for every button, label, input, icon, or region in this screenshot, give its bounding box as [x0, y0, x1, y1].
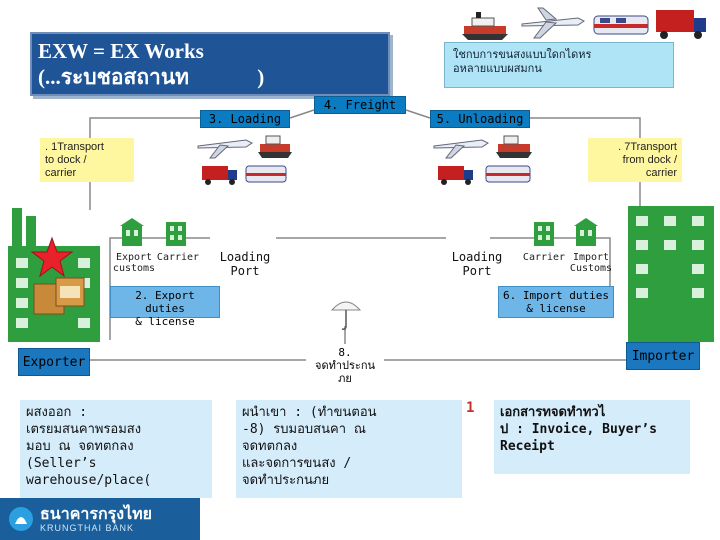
title-line1: EXW = EX Works: [38, 39, 204, 63]
buyer-responsibility: ผนำเขา : (ทำขนตอน -8) รบมอบสนคา ณ จดทตกล…: [236, 400, 462, 498]
carrier-left-label: Carrier: [156, 252, 200, 263]
airplane-icon: [433, 139, 489, 159]
boxes-icon: [32, 276, 86, 316]
ship-icon: [258, 135, 292, 158]
loading-port-right: Loading Port: [451, 250, 503, 278]
right-mode-icons: [432, 128, 542, 188]
star-icon: [30, 236, 74, 280]
importer-label: Importer: [626, 342, 700, 370]
transport-to-dock: . 1Transport to dock / carrier: [40, 138, 134, 182]
truck-icon: [202, 166, 237, 185]
airplane-icon: [197, 139, 253, 159]
insurance-box: 8. จดทำประกน ภย: [306, 344, 384, 385]
building-icon: [574, 218, 598, 248]
train-icon: [485, 165, 531, 183]
seller-responsibility: ผสงออก : เตรยมสนคาพรอมสง มอบ ณ จดทตกลง (…: [20, 400, 212, 498]
loading-port-left: Loading Port: [219, 250, 271, 278]
building-icon: [120, 218, 144, 248]
bank-logo-icon: [8, 506, 34, 532]
title-line2: (...ระบชอสถานท ): [38, 65, 265, 89]
carrier-right-label: Carrier: [522, 252, 566, 263]
export-duties-box: 2. Export duties & license: [110, 286, 220, 328]
step-loading: 3. Loading: [200, 110, 290, 128]
page-number: 1: [466, 400, 475, 416]
train-icon: [593, 15, 649, 35]
documents-box: เอกสารทจดทำทวไ ป : Invoice, Buyer’s Rece…: [494, 400, 690, 474]
truck-icon: [656, 10, 706, 39]
transport-from-dock: . 7Transport from dock / carrier: [588, 138, 682, 182]
title-box: EXW = EX Works (...ระบชอสถานท ): [30, 32, 390, 96]
step-freight: 4. Freight: [314, 96, 406, 114]
exporter-label: Exporter: [18, 348, 90, 376]
transport-modes-icons: [460, 4, 710, 42]
transport-note: ใชกบการขนสงแบบใดกไดหร อหลายแบบผสมกน: [444, 42, 674, 88]
bank-name-th: ธนาคารกรุงไทย: [40, 506, 153, 523]
building-icon: [164, 218, 188, 248]
step-unloading: 5. Unloading: [430, 110, 530, 128]
airplane-icon: [521, 7, 585, 39]
left-mode-icons: [196, 128, 296, 188]
umbrella-icon: [330, 296, 362, 332]
bank-name-en: KRUNGTHAI BANK: [40, 523, 135, 533]
export-customs-label: Export customs: [112, 252, 156, 274]
importer-building-icon: [628, 206, 714, 342]
bank-logo: ธนาคารกรุงไทย KRUNGTHAI BANK: [0, 498, 200, 540]
ship-icon: [462, 12, 508, 40]
import-duties-box: 6. Import duties & license: [498, 286, 614, 318]
ship-icon: [496, 135, 532, 158]
import-customs-label: Import Customs: [569, 252, 613, 274]
truck-icon: [438, 166, 473, 185]
building-icon: [532, 218, 556, 248]
train-icon: [245, 165, 287, 183]
